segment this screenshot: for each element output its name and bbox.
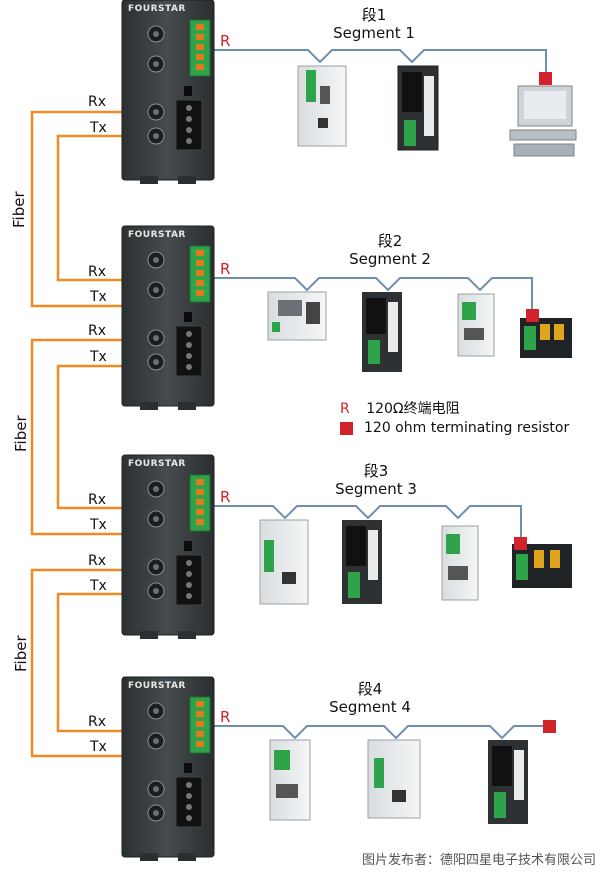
legend-square-text: 120 ohm terminating resistor xyxy=(364,420,570,436)
resistor-square-1 xyxy=(539,72,552,85)
fiber-can-adapter-4 xyxy=(121,676,215,861)
io-module xyxy=(342,520,382,604)
legend-r-text: 120Ω终端电阻 xyxy=(366,401,460,417)
terminal-block xyxy=(189,19,211,77)
tx-label-6: Tx xyxy=(90,739,107,755)
computer-icon xyxy=(509,85,577,157)
r-marker-2: R xyxy=(220,260,231,278)
fiber-label-3: Fiber xyxy=(12,635,30,672)
legend-r-symbol: R xyxy=(340,401,350,417)
resistor-square-2 xyxy=(526,309,539,322)
bus-segment-3 xyxy=(210,505,522,540)
io-module xyxy=(362,292,402,372)
tx-label-3: Tx xyxy=(90,349,107,365)
segment-3-devices xyxy=(259,519,572,605)
tx-label-4: Tx xyxy=(90,517,107,533)
io-module xyxy=(397,65,439,151)
fiber-link-3a xyxy=(30,568,146,758)
segment-1-devices xyxy=(297,65,577,157)
fiber-link-2b xyxy=(56,364,146,510)
fiber-can-adapter-1 xyxy=(121,0,215,184)
adapter-4-brand: FOURSTAR xyxy=(128,681,186,691)
segment-3-title-cn: 段3 xyxy=(363,462,389,480)
segment-2-title-cn: 段2 xyxy=(377,232,403,250)
image-credit: 图片发布者：德阳四星电子技术有限公司 xyxy=(361,853,596,868)
legend-square-row: 120 ohm terminating resistor xyxy=(364,420,569,436)
terminal-block xyxy=(189,696,211,754)
fiber-can-adapter-2 xyxy=(121,225,215,410)
io-module xyxy=(488,740,528,824)
segment-4-title-en: Segment 4 xyxy=(329,698,411,716)
can-bus-lines xyxy=(210,49,548,740)
segment-1-title-en: Segment 1 xyxy=(333,24,415,42)
rx-label-1: Rx xyxy=(88,94,107,110)
adapter-2-brand: FOURSTAR xyxy=(128,230,186,240)
plc-module xyxy=(297,65,347,147)
segment-2-devices xyxy=(267,291,572,372)
terminal-block xyxy=(189,245,211,303)
r-marker-1: R xyxy=(220,32,231,50)
io-module-light xyxy=(457,293,495,357)
fiber-link-1b xyxy=(56,134,146,282)
r-marker-4: R xyxy=(220,708,231,726)
adapter-3-brand: FOURSTAR xyxy=(128,459,186,469)
segment-4-devices xyxy=(269,739,528,824)
r-marker-3: R xyxy=(220,488,231,506)
relay-block xyxy=(512,544,572,588)
rx-label-2: Rx xyxy=(88,264,107,280)
plc-module xyxy=(259,519,309,605)
segment-2-title-en: Segment 2 xyxy=(349,250,431,268)
segment-1-title: 段1 Segment 1 xyxy=(304,6,444,42)
rx-label-4: Rx xyxy=(88,492,107,508)
segment-1-title-cn: 段1 xyxy=(361,6,387,24)
fiber-links xyxy=(30,110,146,758)
tx-label-5: Tx xyxy=(90,578,107,594)
tx-label-2: Tx xyxy=(90,289,107,305)
fiber-label-2: Fiber xyxy=(12,415,30,452)
legend-r-row: R 120Ω终端电阻 xyxy=(340,398,460,418)
segment-4-title: 段4 Segment 4 xyxy=(300,680,440,716)
io-module-light xyxy=(441,525,479,601)
terminal-block xyxy=(189,474,211,532)
segment-4-title-cn: 段4 xyxy=(357,680,383,698)
tx-label-1: Tx xyxy=(90,120,107,136)
resistor-square-4 xyxy=(543,720,556,733)
segment-2-title: 段2 Segment 2 xyxy=(320,232,460,268)
rx-label-3: Rx xyxy=(88,323,107,339)
bus-segment-1 xyxy=(210,49,547,80)
fiber-link-2a xyxy=(30,338,146,536)
segment-3-title: 段3 Segment 3 xyxy=(306,462,446,498)
terminating-resistors xyxy=(340,72,556,733)
rx-label-5: Rx xyxy=(88,553,107,569)
relay-block xyxy=(520,318,572,358)
fiber-link-1a xyxy=(30,110,146,308)
fiber-can-adapter-3 xyxy=(121,454,215,639)
segment-3-title-en: Segment 3 xyxy=(335,480,417,498)
resistor-square-3 xyxy=(514,537,527,550)
bus-segment-2 xyxy=(210,277,533,312)
plc-module xyxy=(367,739,421,819)
plc-controller xyxy=(267,291,327,341)
io-module-light xyxy=(269,739,311,821)
adapter-1-brand: FOURSTAR xyxy=(128,4,186,14)
rx-label-6: Rx xyxy=(88,714,107,730)
legend-square xyxy=(340,422,353,435)
fiber-link-3b xyxy=(56,592,146,733)
bus-segment-4 xyxy=(210,725,548,740)
fiber-label-1: Fiber xyxy=(10,191,28,228)
